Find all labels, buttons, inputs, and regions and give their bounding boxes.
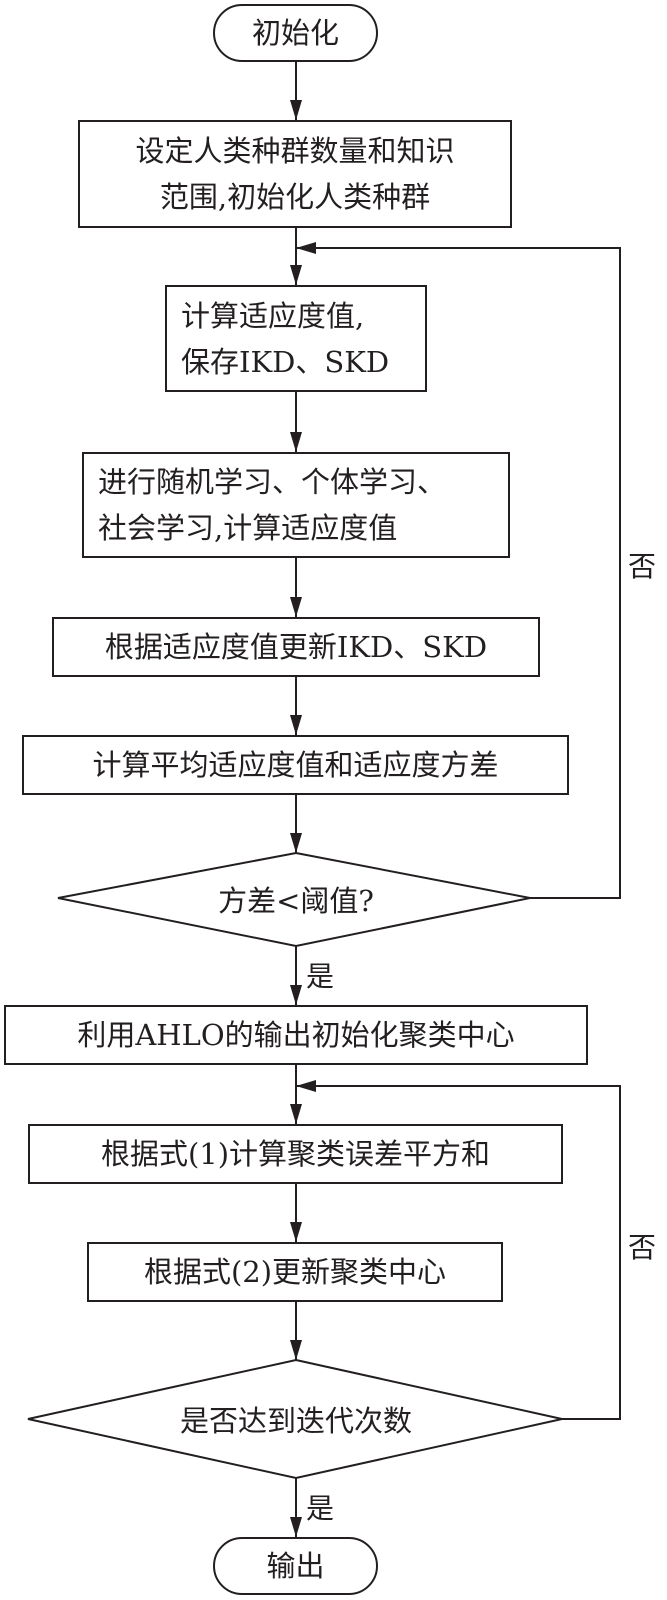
step-4-label: 根据适应度值更新IKD、SKD <box>104 630 488 664</box>
decision-2-yes-label: 是 <box>306 1492 335 1525</box>
step-6-box: 利用AHLO的输出初始化聚类中心 <box>4 1005 588 1065</box>
step-7-label: 根据式(1)计算聚类误差平方和 <box>100 1137 491 1171</box>
end-terminal: 输出 <box>213 1537 378 1595</box>
decision-1-label: 方差<阈值? <box>218 884 374 918</box>
step-2-label: 计算适应度值, 保存IKD、SKD <box>181 298 390 379</box>
decision-2-no-label: 否 <box>628 1231 657 1264</box>
step-4-box: 根据适应度值更新IKD、SKD <box>52 617 540 677</box>
decision-1-no-label: 否 <box>628 550 657 583</box>
step-3-label: 进行随机学习、个体学习、 社会学习,计算适应度值 <box>98 465 447 545</box>
decision-1-shape <box>57 851 531 948</box>
start-terminal: 初始化 <box>213 4 378 62</box>
step-1-box: 设定人类种群数量和知识 范围,初始化人类种群 <box>78 120 512 228</box>
step-3-box: 进行随机学习、个体学习、 社会学习,计算适应度值 <box>82 452 510 558</box>
decision-2-shape <box>27 1358 563 1480</box>
start-label: 初始化 <box>251 16 339 50</box>
loop-no-decision1 <box>296 247 621 899</box>
step-2-box: 计算适应度值, 保存IKD、SKD <box>165 285 427 392</box>
decision-1-yes-label: 是 <box>306 960 335 993</box>
step-1-label: 设定人类种群数量和知识 范围,初始化人类种群 <box>135 134 455 214</box>
end-label: 输出 <box>266 1549 325 1583</box>
step-7-box: 根据式(1)计算聚类误差平方和 <box>28 1124 563 1184</box>
step-6-label: 利用AHLO的输出初始化聚类中心 <box>77 1018 515 1052</box>
step-5-box: 计算平均适应度值和适应度方差 <box>22 735 569 795</box>
loop-no-decision2 <box>296 1085 621 1420</box>
step-8-label: 根据式(2)更新聚类中心 <box>143 1255 447 1289</box>
decision-2-label: 是否达到迭代次数 <box>179 1404 412 1438</box>
step-8-box: 根据式(2)更新聚类中心 <box>87 1242 503 1302</box>
step-5-label: 计算平均适应度值和适应度方差 <box>92 748 499 782</box>
